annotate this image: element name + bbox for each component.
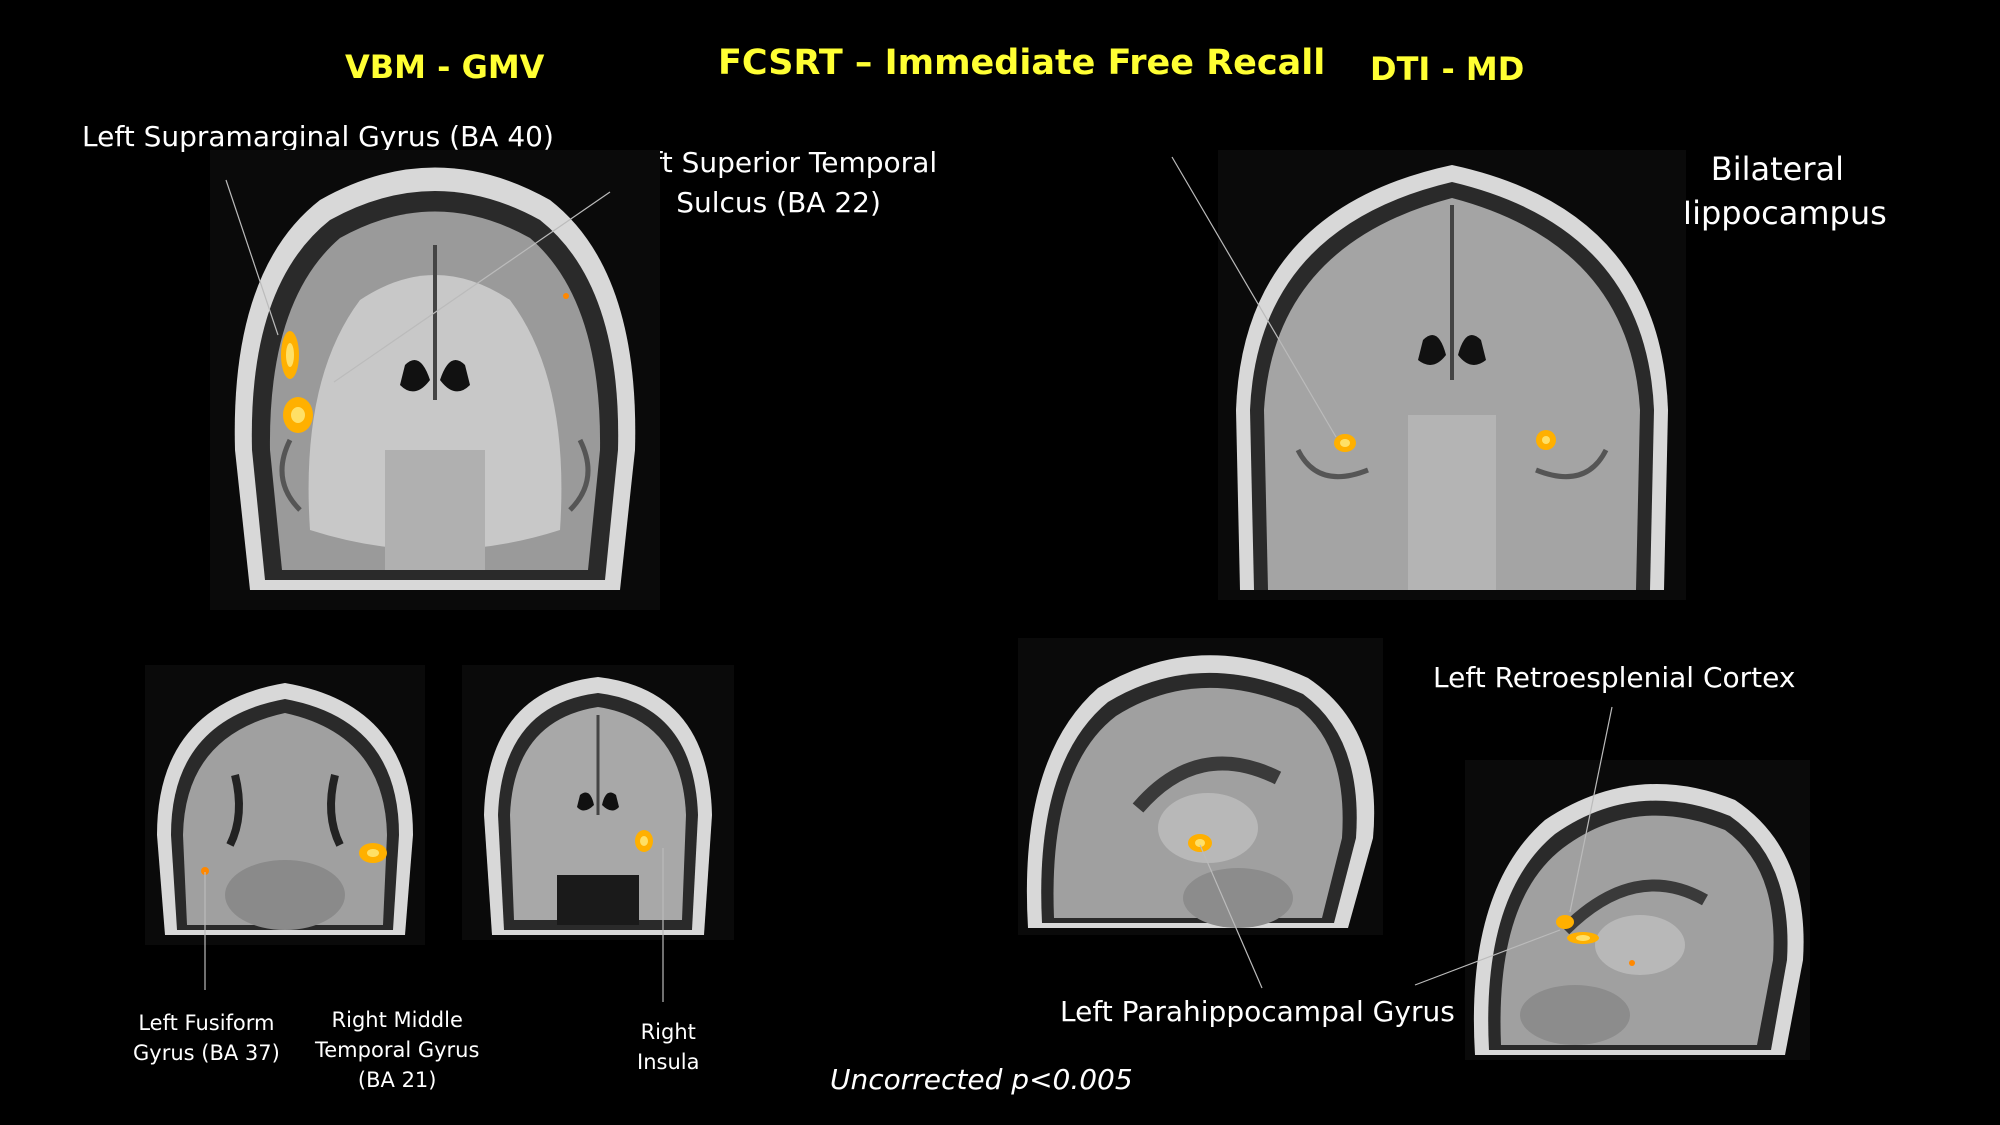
figure-title: FCSRT – Immediate Free Recall bbox=[718, 43, 1326, 83]
leader-bilateral-hippocampus bbox=[1171, 156, 1337, 438]
coronal-scan-vbm-large bbox=[210, 150, 660, 610]
leader-left-parahippocampal-2 bbox=[1414, 929, 1561, 986]
label-bilateral-hippocampus: Bilateral Hippocampus bbox=[1668, 150, 1887, 232]
vbm-gmv-title: VBM - GMV bbox=[345, 48, 545, 86]
leader-left-retroesplenial bbox=[1569, 706, 1613, 913]
dti-md-title: DTI - MD bbox=[1370, 50, 1525, 88]
significance-footnote: Uncorrected p<0.005 bbox=[830, 1063, 1133, 1096]
sagittal-scan-dti-left bbox=[1018, 638, 1383, 935]
label-left-parahippocampal-gyrus: Left Parahippocampal Gyrus bbox=[1060, 995, 1455, 1028]
label-left-supramarginal-gyrus: Left Supramarginal Gyrus (BA 40) bbox=[82, 120, 554, 153]
sagittal-scan-dti-right bbox=[1465, 760, 1810, 1060]
coronal-scan-vbm-anterior bbox=[462, 665, 734, 940]
label-right-insula: Right Insula bbox=[637, 1020, 700, 1074]
label-left-retroesplenial-cortex: Left Retroesplenial Cortex bbox=[1433, 661, 1796, 694]
coronal-scan-vbm-posterior bbox=[145, 665, 425, 945]
leader-left-parahippocampal-1 bbox=[1199, 844, 1263, 989]
label-right-middle-temporal-gyrus: Right Middle Temporal Gyrus (BA 21) bbox=[315, 1008, 480, 1092]
leader-left-supramarginal bbox=[225, 179, 279, 336]
leader-left-superior-temporal bbox=[333, 191, 611, 383]
coronal-scan-dti bbox=[1218, 150, 1686, 600]
label-left-fusiform-gyrus: Left Fusiform Gyrus (BA 37) bbox=[133, 1011, 280, 1065]
